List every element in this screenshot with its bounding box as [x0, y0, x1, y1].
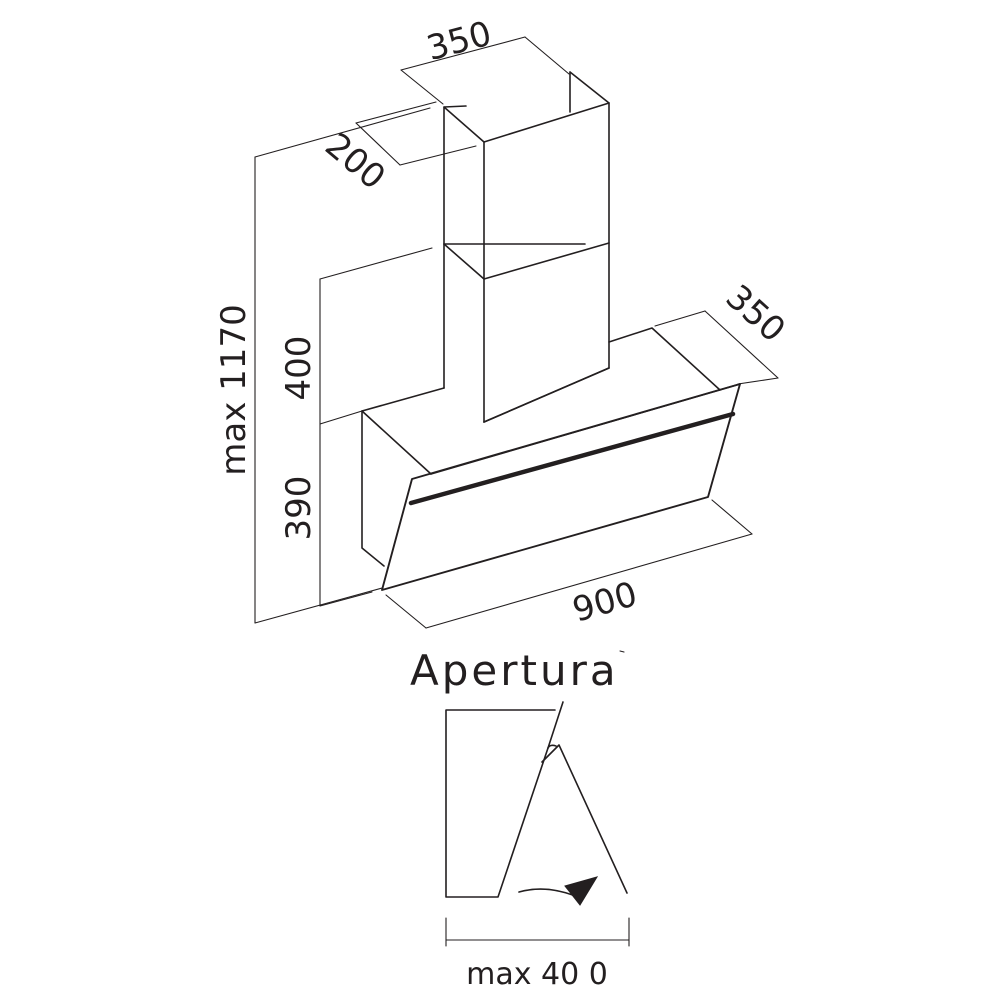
dim-duct-width: 350: [400, 14, 570, 105]
dim-max-total-height: max 1170: [214, 107, 431, 624]
opening-side-view: [445, 701, 628, 898]
glass-front-panel: [381, 383, 741, 591]
label-max-opening: max 40 0: [466, 957, 608, 992]
dim-max-opening: max 40 0: [445, 917, 630, 992]
label-max-total-height: max 1170: [214, 304, 254, 475]
chimney-duct-upper: [443, 71, 610, 423]
opening-arrow-icon: [518, 876, 599, 906]
dim-duct-height: 400: [279, 247, 433, 425]
hood-body: [361, 327, 741, 567]
dim-hood-height: 390: [279, 423, 373, 607]
dim-hood-width: 900: [385, 499, 753, 631]
label-duct-width: 350: [423, 14, 496, 69]
label-hood-depth: 350: [718, 277, 793, 350]
chimney-duct-lower-seam: [443, 242, 610, 280]
label-duct-height: 400: [279, 336, 319, 401]
label-hood-height: 390: [279, 476, 319, 541]
label-hood-width: 900: [568, 574, 641, 630]
opening-title: Apertura: [410, 646, 619, 695]
dim-duct-depth: 200: [317, 101, 477, 198]
arrow-head: [564, 876, 599, 906]
glass-accent-strip: [408, 411, 736, 506]
dim-hood-depth: 350: [654, 277, 793, 385]
title-tick-mark: [619, 650, 625, 653]
